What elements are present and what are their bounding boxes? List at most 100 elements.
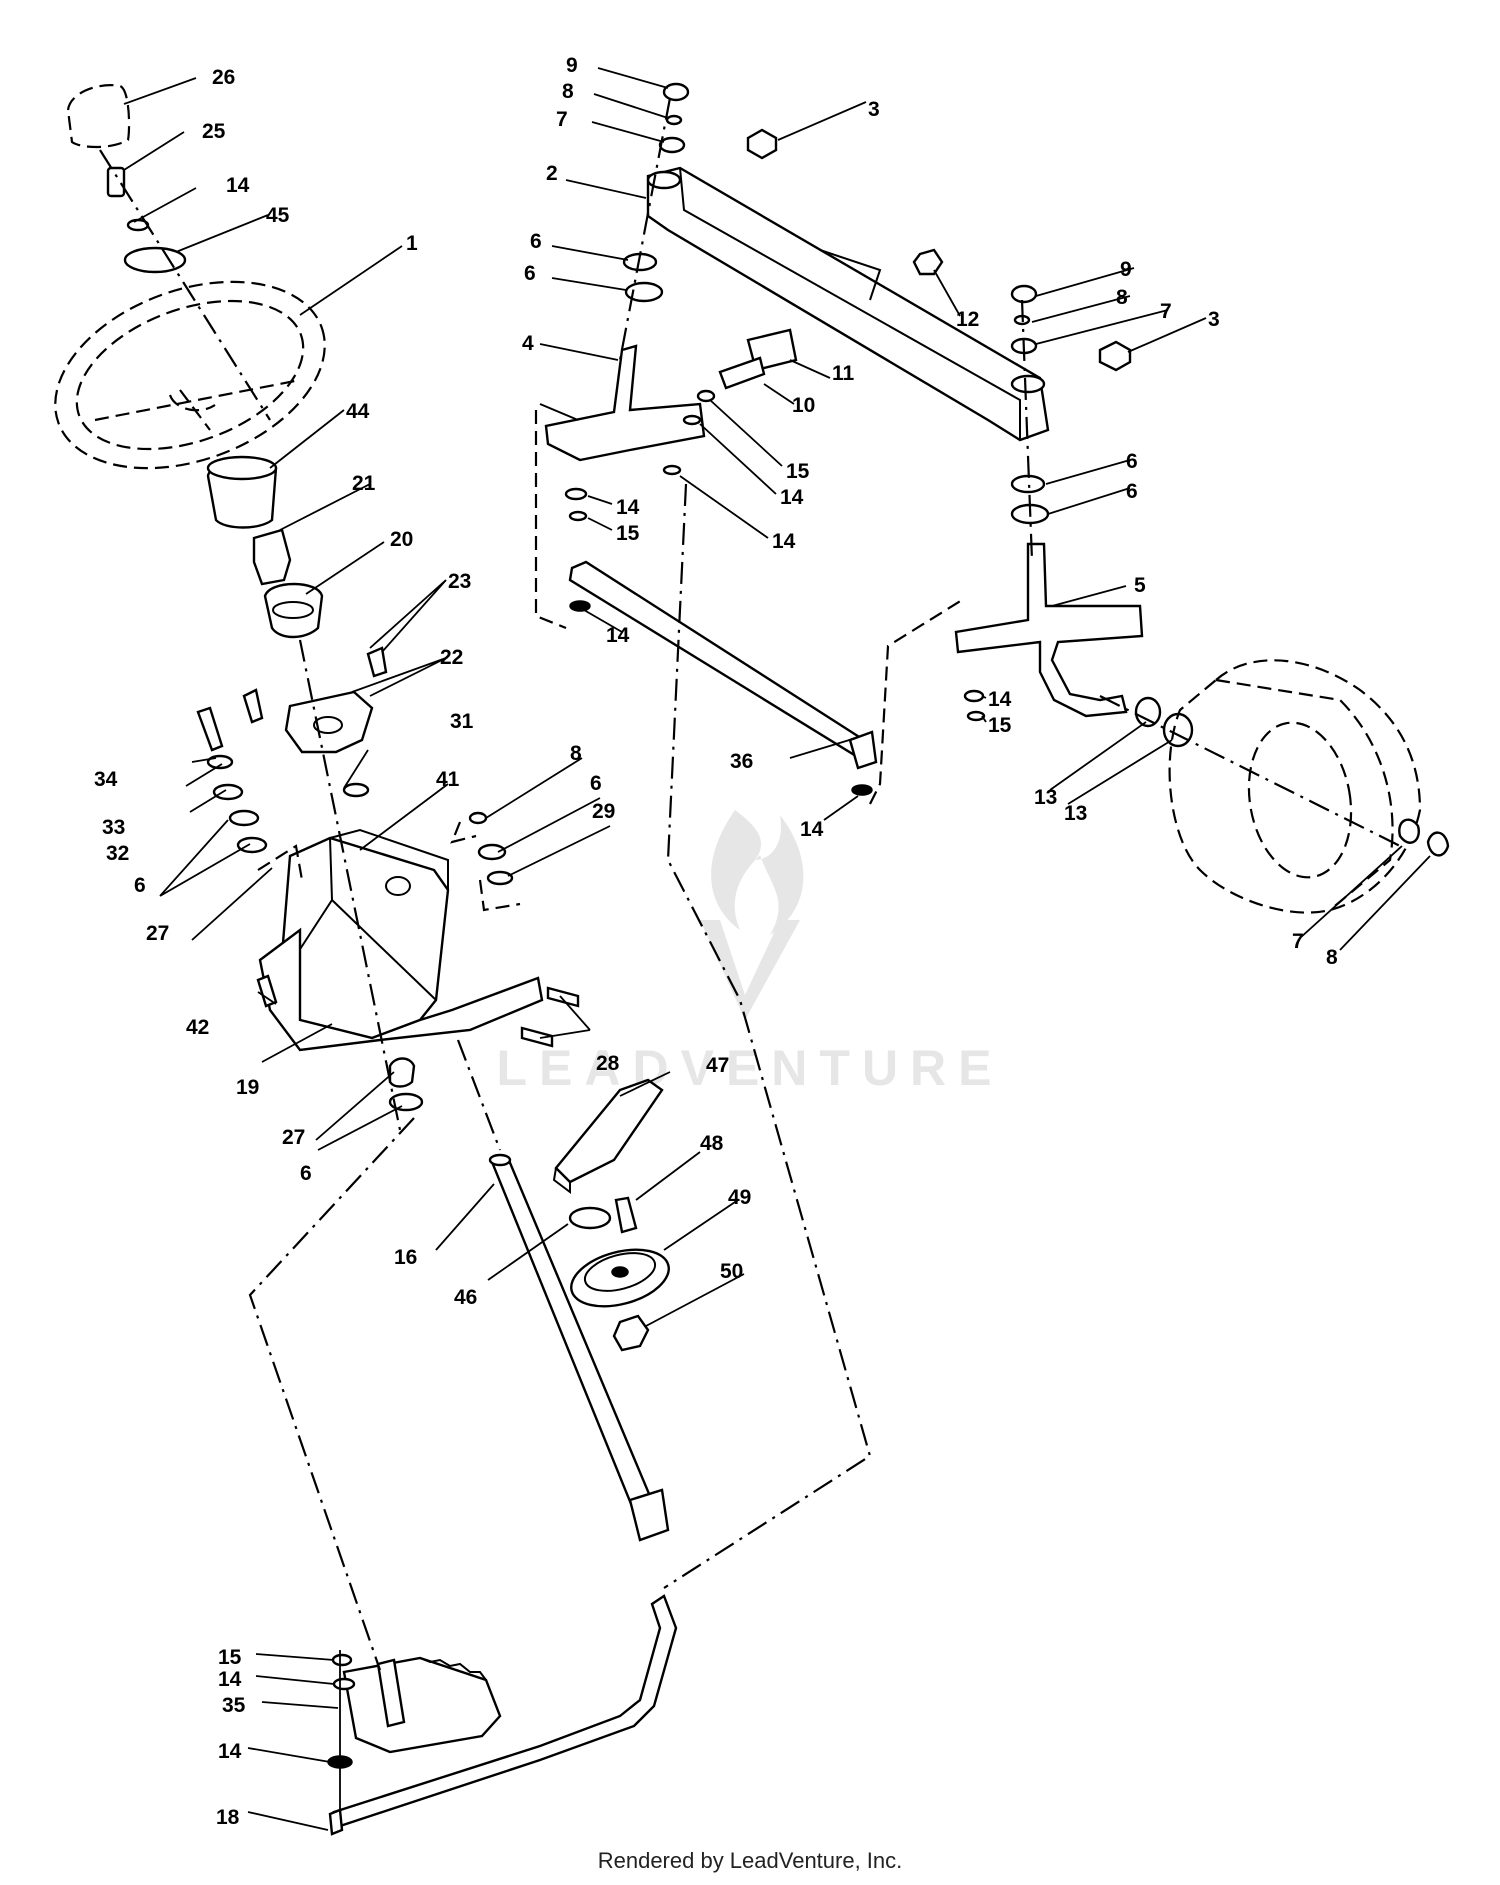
part-15-washer-d	[331, 1653, 353, 1667]
part-14-washer-e	[569, 600, 591, 612]
part-9-cap-b	[1010, 284, 1038, 304]
part-29-washer	[486, 870, 514, 886]
part-32-washer	[212, 783, 244, 801]
footer-credit: Rendered by LeadVenture, Inc.	[597, 1848, 903, 1873]
part-46-spacer	[568, 1206, 612, 1230]
callout-9: 9	[1120, 258, 1132, 281]
part-21-adapter	[252, 528, 292, 586]
callout-14: 14	[988, 688, 1012, 711]
part-6-washer-a	[228, 809, 260, 827]
part-8-clip-d	[1426, 831, 1450, 857]
part-23-bolt-right	[366, 646, 388, 678]
support-axis	[298, 639, 402, 1131]
callout-25: 25	[202, 120, 226, 143]
part-4-spindle-stub	[539, 403, 579, 421]
callout-50: 50	[720, 1260, 743, 1283]
axis-line	[99, 149, 271, 421]
steering-support-group	[196, 646, 580, 1112]
part-18-rod-end	[328, 1808, 344, 1836]
callout-10: 10	[792, 394, 815, 417]
callout-labels: 26 25 14 45 1 44 21 20 23 22 34 33 32 6 …	[94, 54, 1338, 1829]
callout-27: 27	[282, 1126, 305, 1149]
part-15-washer-a	[568, 510, 588, 522]
callout-13: 13	[1034, 786, 1057, 809]
part-35-gear-post	[376, 1658, 406, 1728]
part-48-bolt	[614, 1196, 638, 1234]
callout-7: 7	[1292, 930, 1304, 953]
part-49-pulley	[570, 1248, 670, 1308]
callout-36: 36	[730, 750, 753, 773]
part-8-clip-a	[468, 811, 488, 825]
part-6-washer-d	[388, 1092, 424, 1112]
callout-14: 14	[226, 174, 250, 197]
callout-31: 31	[450, 710, 474, 733]
front-axle-group	[539, 82, 1450, 914]
part-41-steering-support	[278, 836, 450, 1040]
front-wheel-hub	[1247, 721, 1353, 879]
part-19-support-plate	[258, 927, 544, 1052]
part-22-bracket	[284, 690, 374, 754]
callout-26: 26	[212, 66, 235, 89]
part-28-bolt-b	[520, 1026, 554, 1048]
callout-3: 3	[868, 98, 880, 121]
part-12-nut	[912, 248, 944, 276]
callout-45: 45	[266, 204, 290, 227]
shaft-axis	[456, 1039, 502, 1151]
callout-6: 6	[524, 262, 536, 285]
part-16-shaft-top	[488, 1153, 512, 1167]
callout-22: 22	[440, 646, 463, 669]
part-35-gear-teeth	[419, 1657, 487, 1681]
callout-44: 44	[346, 400, 370, 423]
part-4-spindle-left	[544, 344, 706, 462]
part-36-link-end	[848, 730, 878, 770]
callout-21: 21	[352, 472, 376, 495]
callout-14: 14	[218, 1668, 242, 1691]
callout-16: 16	[394, 1246, 417, 1269]
callout-8: 8	[1116, 286, 1128, 309]
callout-7: 7	[1160, 300, 1172, 323]
callout-12: 12	[956, 308, 979, 331]
part-14-washer-h	[332, 1677, 356, 1691]
sector-gear-group	[327, 1594, 678, 1836]
part-10-bolt	[718, 356, 766, 390]
callout-28: 28	[596, 1052, 620, 1075]
callout-33: 33	[102, 816, 125, 839]
callout-47: 47	[706, 1054, 729, 1077]
callout-14: 14	[616, 496, 640, 519]
part-3-grease-fitting-b	[1098, 340, 1132, 372]
part-14-washer-d	[662, 464, 682, 476]
part-14-washer-b	[564, 487, 588, 501]
leadventure-watermark: LEADVENTURE	[496, 810, 992, 1096]
callout-18: 18	[216, 1806, 240, 1829]
part-6-washer-g	[1010, 474, 1046, 494]
callout-48: 48	[700, 1132, 724, 1155]
callout-20: 20	[390, 528, 413, 551]
part-36-drag-link	[568, 560, 866, 758]
part-42-bolt	[256, 974, 278, 1008]
part-44-bezel-top	[206, 455, 278, 481]
callout-6: 6	[1126, 450, 1138, 473]
part-15-washer-b	[696, 389, 716, 403]
part-34-bolt	[196, 706, 224, 752]
part-49-pulley-hub	[611, 1266, 629, 1278]
callout-14: 14	[780, 486, 804, 509]
part-7-washer-a	[658, 136, 686, 154]
part-1-spokes	[94, 378, 301, 431]
part-3-grease-fitting-a	[746, 128, 778, 160]
part-14-washer-c	[682, 414, 702, 426]
part-18-tie-rod	[332, 1594, 678, 1828]
part-2-pivot-top-right	[1010, 374, 1046, 394]
part-27-bushing	[388, 1057, 416, 1088]
callout-29: 29	[592, 800, 615, 823]
part-47-bracket-tab	[552, 1167, 571, 1194]
part-2-axle-detail	[679, 167, 1021, 440]
part-25-bolt	[106, 166, 126, 198]
front-wheel-tread	[1215, 678, 1394, 911]
steering-shaft-group	[456, 1039, 670, 1542]
callout-4: 4	[522, 332, 534, 355]
callout-6: 6	[134, 874, 146, 897]
part-1-inner-rim	[75, 299, 305, 451]
wheel-axis	[1099, 695, 1401, 847]
flame-logo-icon	[711, 810, 804, 935]
